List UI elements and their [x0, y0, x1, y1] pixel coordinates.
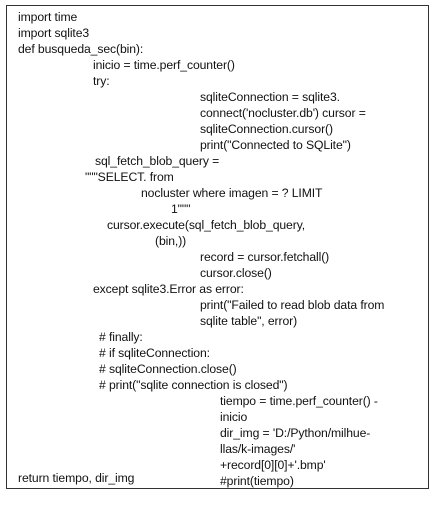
code-line-25: tiempo = time.perf_counter() -: [220, 394, 378, 408]
code-line-17: cursor.close(): [200, 266, 272, 280]
code-line-21: # finally:: [99, 330, 143, 344]
code-line-30: #print(tiempo): [220, 474, 294, 488]
code-line-14: cursor.execute(sql_fetch_blob_query,: [107, 218, 306, 232]
code-listing-box: import time import sqlite3 def busqueda_…: [6, 5, 429, 489]
code-line-31: return tiempo, dir_img: [18, 471, 135, 485]
code-line-7: connect('nocluster.db') cursor =: [200, 106, 366, 120]
code-line-5: try:: [93, 74, 110, 88]
code-line-22: # if sqliteConnection:: [99, 346, 210, 360]
code-line-1: import time: [18, 10, 78, 24]
code-line-13: 1""": [171, 202, 191, 216]
code-line-29: +record[0][0]+'.bmp': [220, 458, 326, 472]
code-line-12: nocluster where imagen = ? LIMIT: [141, 186, 323, 200]
code-line-3: def busqueda_sec(bin):: [18, 42, 144, 56]
code-line-15: (bin,)): [155, 234, 187, 248]
code-line-20: sqlite table", error): [200, 314, 298, 328]
code-line-24: # print("sqlite connection is closed"): [99, 378, 288, 392]
code-line-10: sql_fetch_blob_query =: [95, 154, 220, 168]
code-line-8: sqliteConnection.cursor(): [200, 122, 333, 136]
code-line-2: import sqlite3: [18, 26, 90, 40]
code-line-19: print("Failed to read blob data from: [200, 298, 385, 312]
code-line-26: inicio: [220, 410, 248, 424]
code-line-18: except sqlite3.Error as error:: [93, 282, 244, 296]
code-line-6: sqliteConnection = sqlite3.: [200, 90, 340, 104]
code-line-27: dir_img = 'D:/Python/milhue-: [220, 426, 371, 440]
code-line-4: inicio = time.perf_counter(): [93, 58, 235, 72]
code-line-28: llas/k-images/': [220, 442, 296, 456]
code-line-23: # sqliteConnection.close(): [99, 362, 237, 376]
code-line-11: """SELECT. from: [85, 170, 174, 184]
code-line-16: record = cursor.fetchall(): [200, 250, 330, 264]
code-line-9: print("Connected to SQLite"): [200, 138, 351, 152]
